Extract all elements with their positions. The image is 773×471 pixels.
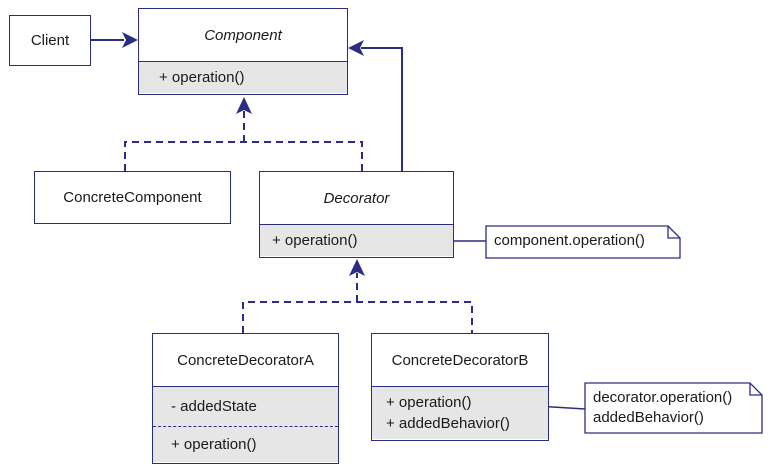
decorator-class: Decorator + operation() (259, 171, 454, 258)
decorator-note-text: component.operation() (494, 232, 645, 249)
concrete-decorator-b-methods: + operation() + addedBehavior() (372, 386, 548, 439)
decorator-b-note-line2: addedBehavior() (593, 409, 704, 426)
concrete-decorator-b-operation: + operation() (386, 394, 472, 411)
concrete-decorator-b-added-behavior: + addedBehavior() (386, 415, 510, 432)
component-operation: + operation() (139, 61, 347, 93)
concrete-decorator-b-name: ConcreteDecoratorB (391, 351, 529, 369)
decorator-b-note-line1: decorator.operation() (593, 389, 733, 406)
concrete-decorator-a-class: ConcreteDecoratorA - addedState + operat… (152, 333, 339, 464)
decorator-name: Decorator (323, 189, 390, 207)
concrete-decorator-a-name: ConcreteDecoratorA (177, 351, 314, 369)
concrete-component-class: ConcreteComponent (34, 171, 231, 224)
decorator-b-note-shape (584, 382, 763, 434)
component-class: Component + operation() (138, 8, 348, 95)
client-association-arrowhead (122, 32, 138, 48)
concrete-decorator-a-operation: + operation() (153, 426, 338, 462)
decorator-b-note-fold (749, 383, 762, 396)
decorator-note: component.operation() (486, 231, 666, 253)
decorator-note-fold (667, 226, 680, 239)
decorator-operation: + operation() (260, 224, 453, 256)
decorator-component-line (361, 47, 403, 171)
component-realization-line (124, 141, 363, 171)
decorator-realization-arrowhead (349, 259, 365, 276)
decorator-note-shape (485, 225, 681, 259)
client-label: Client (30, 32, 70, 49)
concrete-component-name: ConcreteComponent (63, 189, 202, 206)
component-name: Component (204, 26, 282, 44)
client-box: Client (9, 15, 91, 66)
decorator-component-arrowhead (348, 40, 364, 56)
decorator-realization-line (242, 301, 473, 333)
decorator-b-note: decorator.operation() addedBehavior() (585, 388, 753, 430)
concrete-decorator-b-class: ConcreteDecoratorB + operation() + added… (371, 333, 549, 441)
component-realization-arrowhead (236, 97, 252, 114)
concrete-decorator-a-state: - addedState (153, 386, 338, 426)
